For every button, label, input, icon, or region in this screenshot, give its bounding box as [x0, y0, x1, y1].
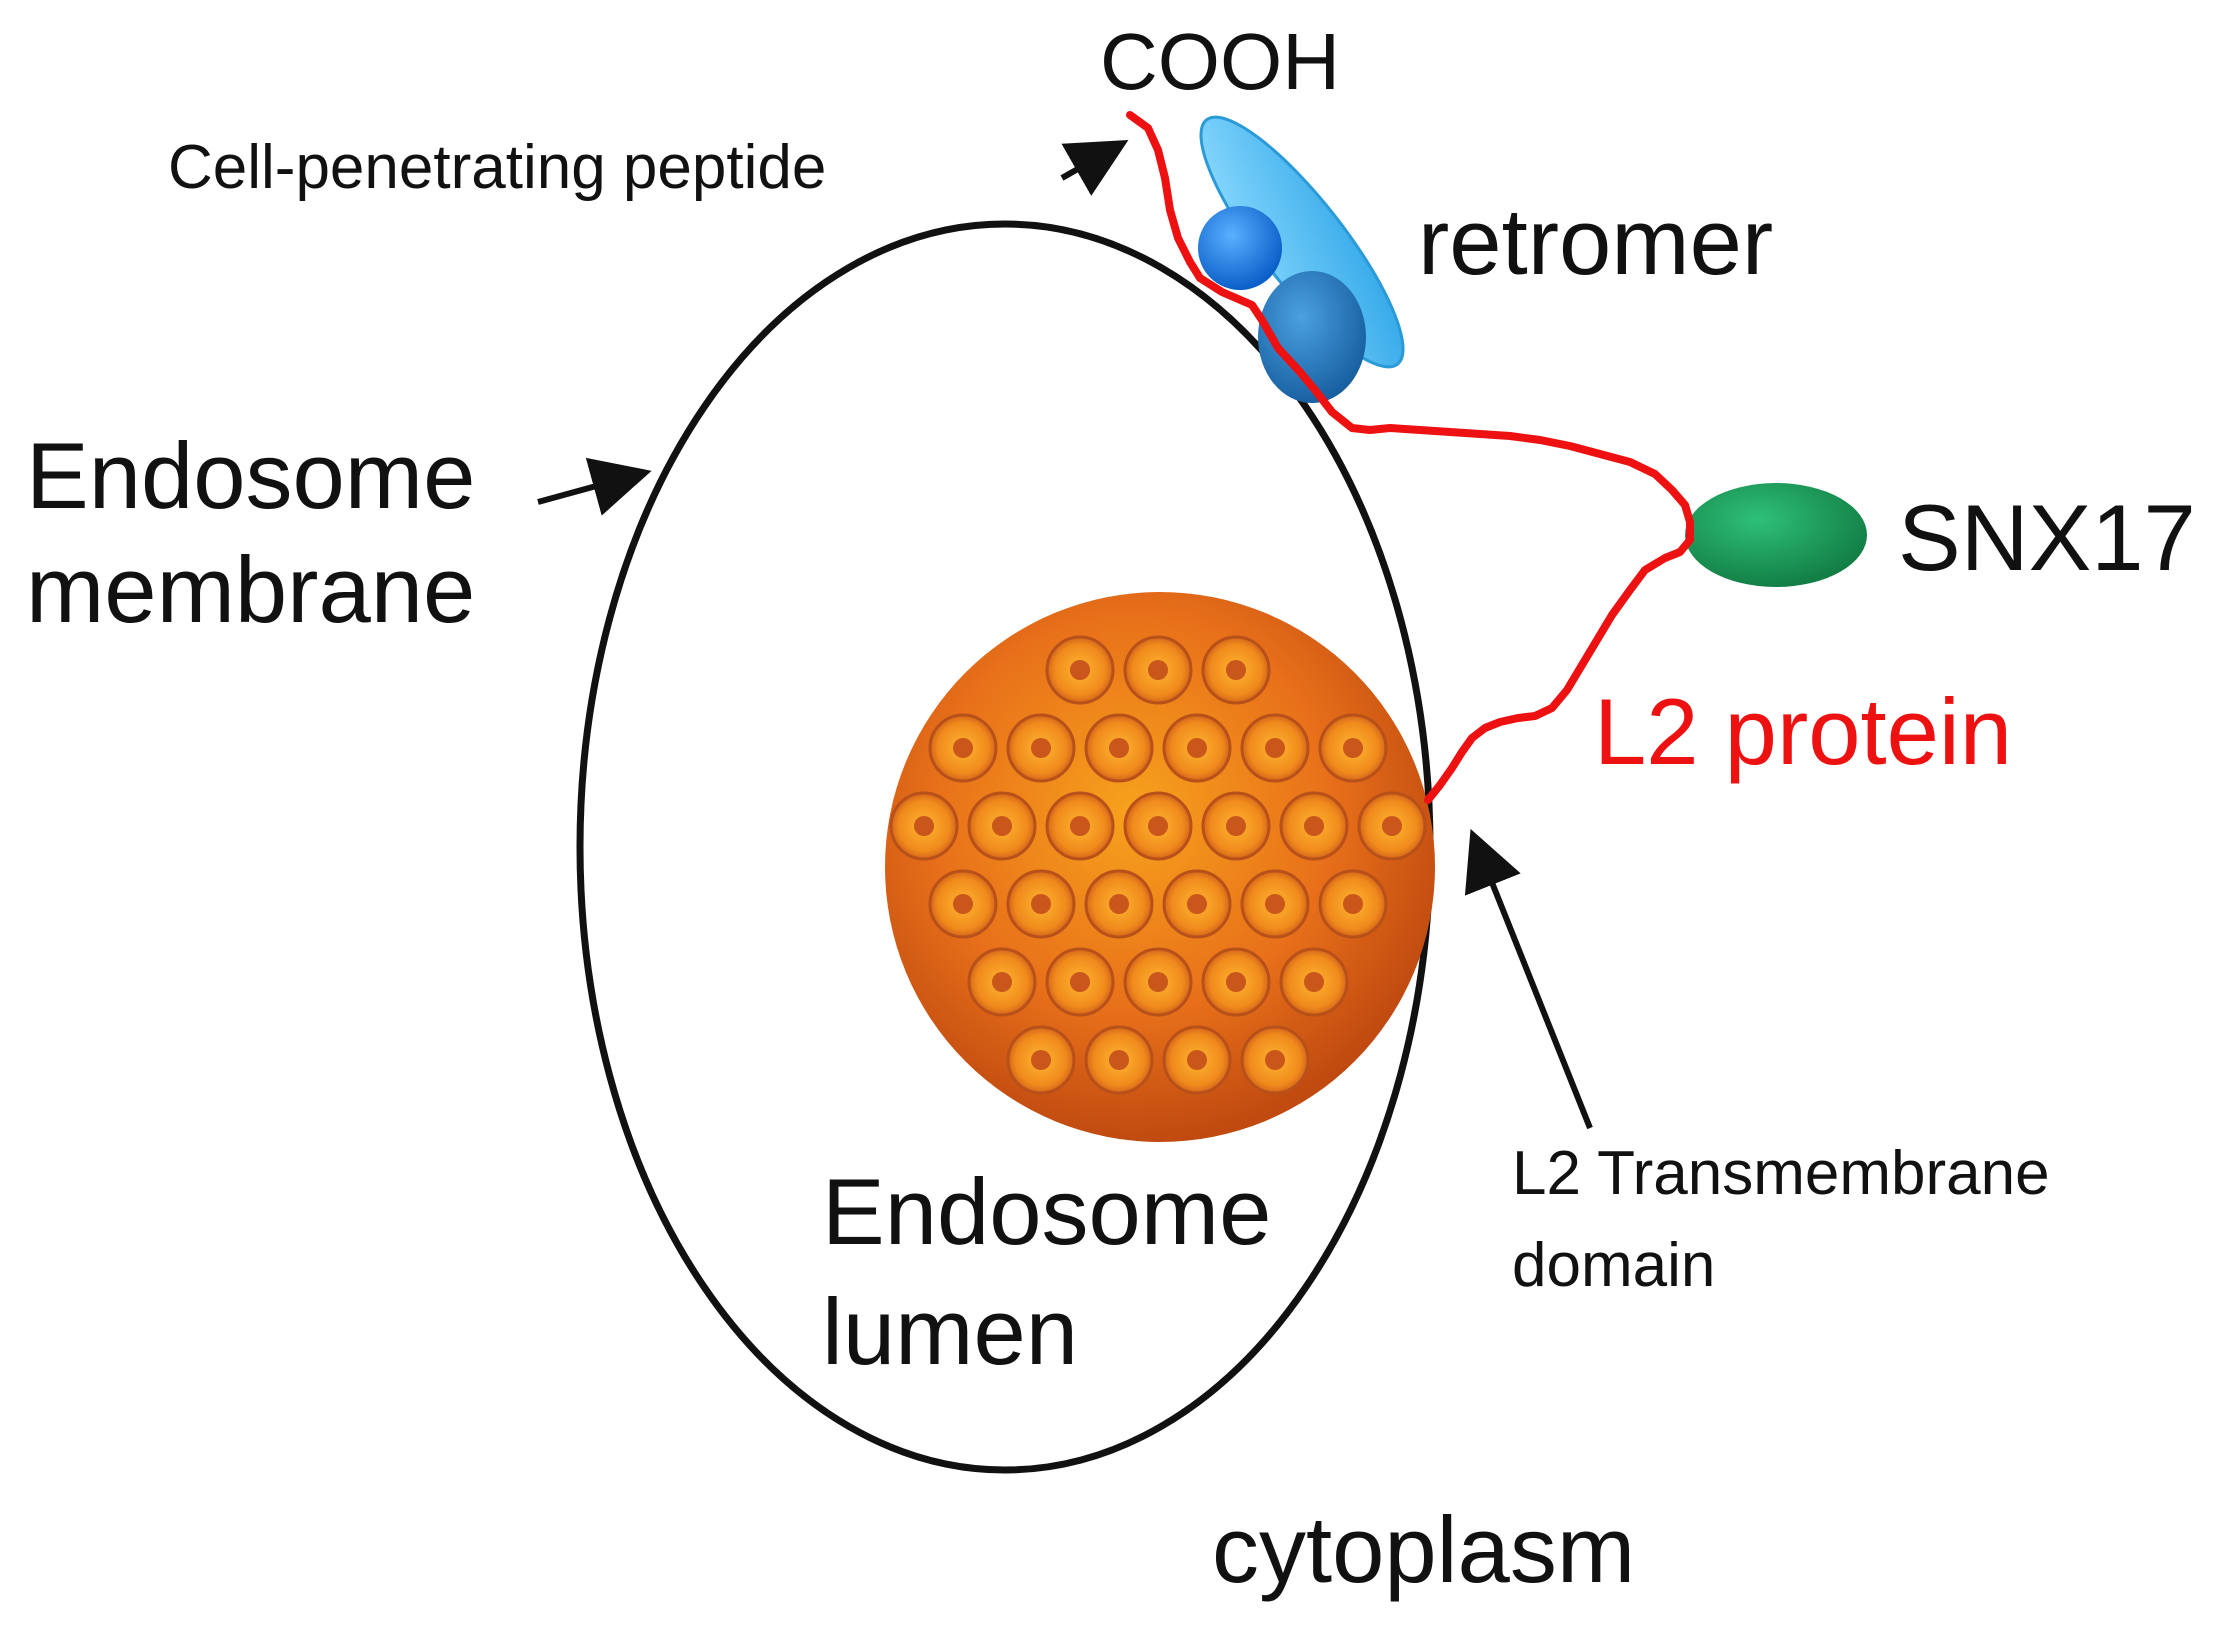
l2-transmembrane-arrow	[1464, 828, 1593, 1130]
virus-capsid-image	[885, 592, 1435, 1142]
retromer-label: retromer	[1418, 189, 1774, 294]
cell-penetrating-peptide-label: Cell-penetrating peptide	[168, 133, 827, 202]
endosome-membrane-label-line2: membrane	[26, 537, 476, 642]
l2-transmembrane-label-line2: domain	[1512, 1231, 1716, 1300]
l2-protein-label: L2 protein	[1594, 679, 2013, 784]
snx17-label: SNX17	[1898, 485, 2196, 590]
cooh-label: COOH	[1100, 17, 1340, 106]
snx17-shape	[1685, 483, 1867, 587]
l2-transmembrane-label-line1: L2 Transmembrane	[1512, 1139, 2050, 1208]
l2-protein-chain	[1126, 111, 1694, 804]
endosome-lumen-label-line1: Endosome	[822, 1159, 1272, 1264]
cytoplasm-label: cytoplasm	[1212, 1497, 1636, 1602]
endosome-membrane-arrow	[537, 457, 652, 516]
endosome-membrane-label-line1: Endosome	[26, 423, 476, 528]
cell-penetrating-peptide-arrow	[1060, 140, 1129, 196]
endosome-lumen-label-line2: lumen	[822, 1279, 1079, 1384]
retromer-complex	[1198, 115, 1405, 403]
